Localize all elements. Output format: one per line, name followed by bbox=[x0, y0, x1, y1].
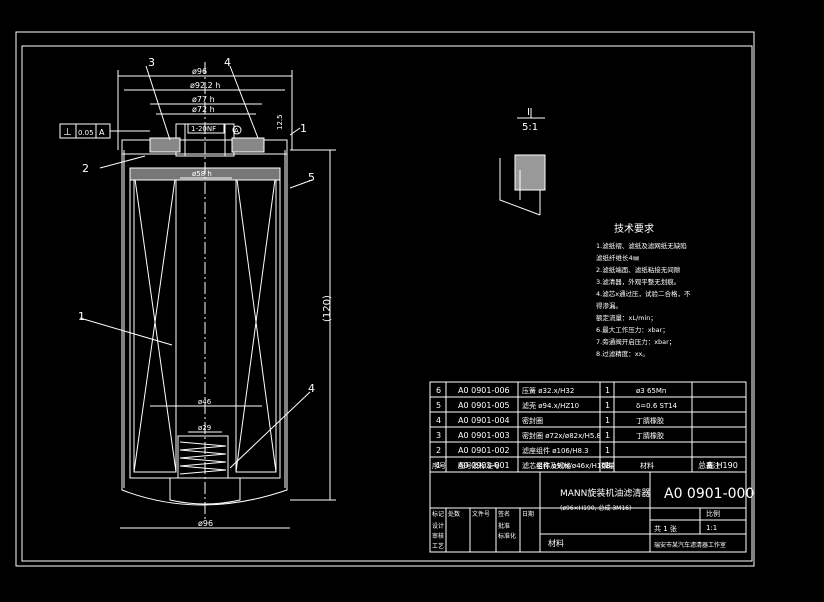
title-block-label: 日期 bbox=[522, 510, 534, 518]
detail-view bbox=[499, 108, 546, 216]
bom-qty: 1 bbox=[605, 461, 610, 470]
section-scale: 5:1 bbox=[522, 122, 538, 133]
tolerance-datum: A bbox=[99, 128, 105, 137]
bom-code: A0 0901-006 bbox=[458, 386, 510, 395]
title-block-label: 签名 bbox=[498, 510, 510, 518]
tech-line: 1.滤纸褶、滤纸及滤网纸无缺陷 bbox=[596, 241, 687, 250]
bom-code: A0 0901-002 bbox=[458, 446, 510, 455]
callout-3: 3 bbox=[148, 56, 155, 69]
bom-qty: 1 bbox=[605, 431, 610, 440]
tech-line: 3.滤清器，外观平整无划痕。 bbox=[596, 277, 680, 286]
product-name: MANN旋装机油滤清器 bbox=[560, 487, 650, 499]
dim-d-spring: ø29 bbox=[198, 424, 211, 432]
bom-note: 总高 H190 bbox=[698, 460, 738, 470]
bom-qty: 1 bbox=[605, 386, 610, 395]
bom-header-note: 备注 bbox=[706, 461, 720, 470]
callout-5: 5 bbox=[308, 171, 315, 184]
bom-no: 6 bbox=[436, 386, 441, 395]
bom-name: 滤壳 ø94.x/HZ10 bbox=[522, 401, 579, 410]
bom-name: 滤座组件 ø106/H8.3 bbox=[522, 446, 589, 455]
company-name: 瑞安市某汽车滤清器工作室 bbox=[654, 541, 726, 549]
callout-4: 4 bbox=[224, 56, 231, 69]
bom-header-no: 序号 bbox=[432, 461, 446, 470]
scale-value: 1:1 bbox=[706, 524, 717, 532]
dim-d4: ø72 h bbox=[192, 105, 215, 114]
inner-frame bbox=[21, 45, 753, 562]
bom-name: 滤芯组件 ø90x/ø46x/H108 bbox=[522, 461, 610, 470]
filter-assembly bbox=[59, 62, 336, 529]
callout-1: 1 bbox=[78, 310, 85, 323]
bom-no: 3 bbox=[436, 431, 441, 440]
callout-1-top: 1 bbox=[300, 122, 307, 135]
title-block-label: 标记 bbox=[432, 510, 444, 518]
bom-table bbox=[429, 381, 747, 473]
dim-d2: ø92.2 h bbox=[190, 81, 220, 90]
dim-d5: ø58 h bbox=[192, 170, 212, 178]
product-spec: (ø96×H190, 总成 3M16) bbox=[560, 504, 631, 512]
tech-line: 7.旁通阀开启压力：xbar； bbox=[596, 337, 675, 346]
callout-4-low: 4 bbox=[308, 382, 315, 395]
thread-label: 1-20NF bbox=[191, 125, 216, 133]
title-block-label: 工艺 bbox=[432, 542, 444, 550]
dim-d-top: ø96 bbox=[192, 67, 207, 76]
bom-code: A0 0901-001 bbox=[458, 461, 510, 470]
outer-frame bbox=[15, 31, 755, 567]
datum-label: A bbox=[234, 127, 239, 135]
bom-qty: 1 bbox=[605, 446, 610, 455]
bom-material: 丁腈橡胶 bbox=[636, 431, 664, 440]
bom-code: A0 0901-004 bbox=[458, 416, 510, 425]
tech-line: 8.过滤精度：xx。 bbox=[596, 349, 649, 358]
dim-d-bottom: ø96 bbox=[198, 519, 213, 528]
bom-code: A0 0901-005 bbox=[458, 401, 510, 410]
title-block-labels: 标记处数 文件号签名 日期设计审核工艺 批准标准化 bbox=[432, 510, 534, 550]
bom-material: δ=0.6 ST14 bbox=[636, 402, 678, 410]
dim-length: (120) bbox=[322, 295, 333, 322]
bom-no: 1 bbox=[436, 461, 441, 470]
tolerance-value: 0.05 bbox=[78, 129, 94, 137]
tech-line: 额定流量：xL/min； bbox=[596, 313, 657, 322]
bom-header-qty: 数量 bbox=[601, 461, 615, 470]
bom-header-code: 图号及标准号 bbox=[458, 461, 500, 470]
sheet-total: 共 1 张 bbox=[654, 524, 677, 533]
bom-qty: 1 bbox=[605, 416, 610, 425]
title-block-label: 审核 bbox=[432, 532, 444, 540]
bom-no: 2 bbox=[436, 446, 441, 455]
tech-line: 2.滤纸端面、滤纸粘接无间隙 bbox=[596, 265, 681, 274]
section-label: I bbox=[527, 107, 530, 118]
title-block bbox=[429, 471, 747, 553]
material-label: 材料 bbox=[548, 538, 564, 548]
tolerance-symbol: ⊥ bbox=[63, 127, 72, 138]
title-block-label: 批准 bbox=[498, 522, 510, 530]
tech-line: 滤纸纤维长4㎜ bbox=[596, 253, 640, 262]
tech-line: 4.滤芯x通过压，试验二合格，不 bbox=[596, 289, 691, 298]
bom-material: 丁腈橡胶 bbox=[636, 416, 664, 425]
bom-header-material: 材料 bbox=[640, 461, 654, 470]
title-block-label: 设计 bbox=[432, 522, 444, 530]
dim-gasket: 12.5 bbox=[276, 114, 284, 130]
bom-no: 4 bbox=[436, 416, 441, 425]
tech-line: 6.最大工作压力：xbar； bbox=[596, 325, 669, 334]
drawing-number: A0 0901-000 bbox=[664, 486, 754, 502]
bom-name: 密封圈 bbox=[522, 416, 543, 425]
tech-line: 得渗漏。 bbox=[596, 301, 622, 310]
tech-title: 技术要求 bbox=[614, 222, 654, 235]
dim-d3: ø77 h bbox=[192, 95, 215, 104]
bom-qty: 1 bbox=[605, 401, 610, 410]
bom-code: A0 0901-003 bbox=[458, 431, 510, 440]
bom-header-name: 名称及规格 bbox=[536, 461, 571, 470]
bom-name: 压簧 ø32.x/H32 bbox=[522, 386, 574, 395]
scale-label: 比例 bbox=[706, 509, 720, 518]
title-block-label: 文件号 bbox=[472, 510, 490, 518]
title-block-label: 处数 bbox=[448, 510, 460, 518]
bom-no: 5 bbox=[436, 401, 441, 410]
title-block-label: 标准化 bbox=[498, 532, 516, 540]
bom-name: 密封圈 ø72x/ø82x/H5.8 bbox=[522, 431, 601, 440]
dim-d-inner: ø46 bbox=[198, 398, 212, 406]
bom-material: ø3 65Mn bbox=[636, 387, 666, 395]
callout-2: 2 bbox=[82, 162, 89, 175]
bom-rows: 6 A0 0901-006 压簧 ø32.x/H32 1 ø3 65Mn 5 A0 0901… bbox=[432, 386, 738, 470]
